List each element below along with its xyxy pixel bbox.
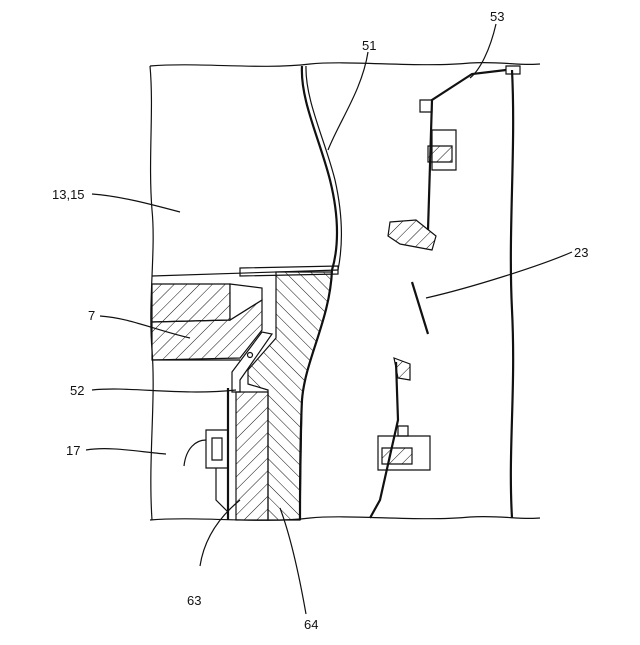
label-63: 63 xyxy=(187,593,201,608)
label-51: 51 xyxy=(362,38,376,53)
label-52: 52 xyxy=(70,383,84,398)
part-23 xyxy=(412,282,428,334)
label-17: 17 xyxy=(66,443,80,458)
clip-upper xyxy=(388,70,506,250)
clip-17 xyxy=(184,430,228,512)
label-23: 23 xyxy=(574,245,588,260)
label-64: 64 xyxy=(304,617,318,632)
right-panel xyxy=(506,66,520,518)
label-7: 7 xyxy=(88,308,95,323)
label-13-15: 13,15 xyxy=(52,187,85,202)
small-hole xyxy=(248,353,253,358)
clip-lower xyxy=(370,358,430,518)
label-53: 53 xyxy=(490,9,504,24)
